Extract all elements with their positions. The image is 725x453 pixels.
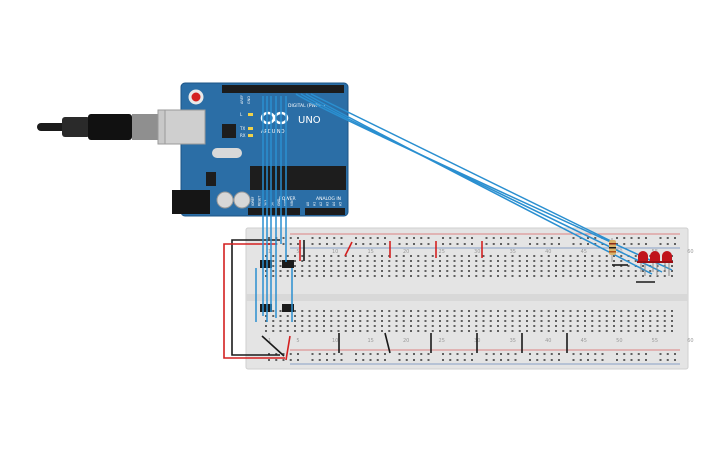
led-1[interactable] (637, 251, 649, 276)
analog-label: ANALOG IN (316, 196, 341, 202)
led-group[interactable] (637, 251, 673, 276)
breadboard-jumpers[interactable] (299, 240, 655, 354)
l-label: L (240, 112, 243, 117)
atmega-chip (250, 166, 346, 190)
bottom-col-number-25: 25 (439, 338, 445, 344)
gnd-label: GND (247, 96, 251, 104)
bottom-col-number-35: 35 (510, 338, 516, 344)
pushbutton-1 (260, 260, 272, 268)
top-col-number-35: 35 (510, 249, 516, 255)
top-col-number-40: 40 (545, 249, 551, 255)
breadboard-holes[interactable] (265, 237, 676, 361)
bottom-col-number-15: 15 (367, 338, 373, 344)
model-text: UNO (298, 115, 321, 126)
tx-label: TX (239, 126, 245, 131)
capacitor-2 (233, 191, 251, 209)
top-col-number-45: 45 (581, 249, 587, 255)
pin-label-a2: A2 (319, 202, 323, 206)
bottom-col-number-50: 50 (616, 338, 622, 344)
bottom-col-number-5: 5 (296, 338, 299, 344)
rx-label: RX (240, 133, 246, 138)
pin-label-5v: 5V (271, 201, 275, 206)
digital-label: DIGITAL (PWM~) (288, 103, 326, 109)
pin-label-reset: RESET (258, 196, 262, 206)
pin-label-a3: A3 (326, 202, 330, 206)
capacitor-1 (216, 191, 234, 209)
pin-label-vin: VIN (290, 200, 294, 206)
top-col-number-25: 25 (439, 249, 445, 255)
crystal (212, 148, 242, 158)
pin-label-a5: A5 (339, 202, 343, 206)
bottom-col-number-40: 40 (545, 338, 551, 344)
resistor[interactable] (609, 238, 616, 262)
pin-label-a4: A4 (332, 202, 336, 206)
bottom-col-number-1: 1 (268, 338, 271, 344)
analog-header (305, 208, 345, 215)
top-col-number-20: 20 (403, 249, 409, 255)
pin-label-a1: A1 (313, 202, 317, 206)
bottom-col-number-45: 45 (581, 338, 587, 344)
pushbutton-group[interactable] (260, 260, 294, 312)
top-col-number-10: 10 (332, 249, 338, 255)
signal-wires[interactable] (255, 93, 673, 322)
top-col-number-15: 15 (367, 249, 373, 255)
breadboard[interactable]: 151015202530354045505560 151015202530354… (245, 227, 694, 370)
bottom-col-number-20: 20 (403, 338, 409, 344)
power-header (248, 208, 300, 215)
brand-text: ARDUINO (261, 129, 285, 135)
led-2[interactable] (649, 251, 661, 276)
bottom-col-number-10: 10 (332, 338, 338, 344)
top-col-number-60: 60 (687, 249, 693, 255)
bottom-col-number-60: 60 (687, 338, 693, 344)
bottom-col-number-55: 55 (652, 338, 658, 344)
pushbutton-2 (282, 260, 294, 268)
pin-label-3v3: 3V3 (264, 200, 268, 206)
digital-header (222, 85, 344, 93)
pin-label-ioref: IOREF (251, 196, 255, 206)
usb-port (164, 109, 206, 145)
aref-label: AREF (240, 95, 244, 104)
pin-label-a0: A0 (306, 202, 310, 206)
small-chip (222, 124, 236, 138)
led-3[interactable] (661, 251, 673, 276)
reset-button[interactable] (188, 89, 204, 105)
power-rail-wires[interactable] (223, 239, 291, 361)
pushbutton-4 (282, 304, 294, 312)
top-col-number-30: 30 (474, 249, 480, 255)
pin-label-gnd: GND (277, 198, 281, 206)
power-label: POWER (279, 196, 296, 202)
arduino-board[interactable]: ARDUINO UNO DIGITAL (PWM~) POWER ANALOG … (164, 82, 349, 217)
pushbutton-3 (260, 304, 272, 312)
top-col-number-1: 1 (268, 249, 271, 255)
power-jack (172, 190, 210, 214)
top-col-number-5: 5 (296, 249, 299, 255)
